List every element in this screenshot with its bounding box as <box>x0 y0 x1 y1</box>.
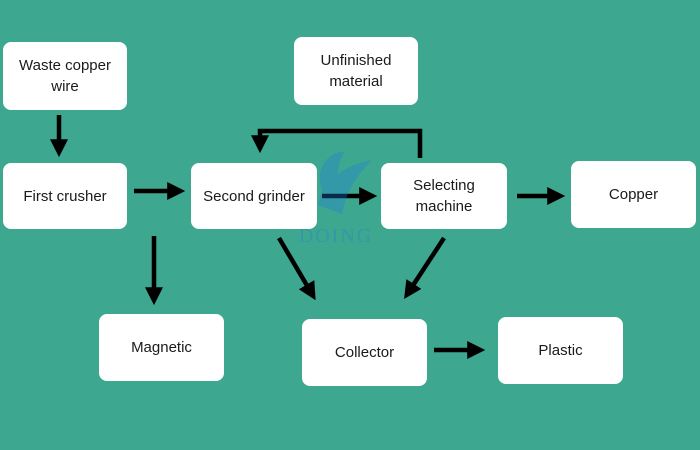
node-magnetic-label: Magnetic <box>131 339 192 356</box>
arrow-selecting-feedback-to-grinder <box>251 128 423 158</box>
arrow-selecting-to-collector <box>404 236 446 300</box>
node-first-crusher-label: First crusher <box>23 187 107 205</box>
node-unfinished-material: Unfinished material <box>294 37 418 105</box>
node-magnetic: Magnetic <box>99 314 224 381</box>
node-waste-copper-wire-label: Waste copper wire <box>19 57 111 95</box>
node-first-crusher: First crusher <box>3 163 127 229</box>
arrow-grinder-to-collector <box>277 236 316 301</box>
node-unfinished-material-label: Unfinished material <box>320 52 392 90</box>
node-selecting-machine: Selecting machine <box>381 163 507 229</box>
node-second-grinder: Second grinder <box>191 163 317 229</box>
node-selecting-machine-label: Selecting machine <box>413 177 475 215</box>
node-collector: Collector <box>302 319 427 386</box>
node-plastic: Plastic <box>498 317 623 384</box>
node-plastic-label: Plastic <box>538 342 583 359</box>
node-waste-copper-wire: Waste copper wire <box>3 42 127 110</box>
node-copper: Copper <box>571 161 696 228</box>
node-second-grinder-label: Second grinder <box>203 187 305 205</box>
node-copper-label: Copper <box>608 186 659 203</box>
node-collector-label: Collector <box>334 344 395 361</box>
